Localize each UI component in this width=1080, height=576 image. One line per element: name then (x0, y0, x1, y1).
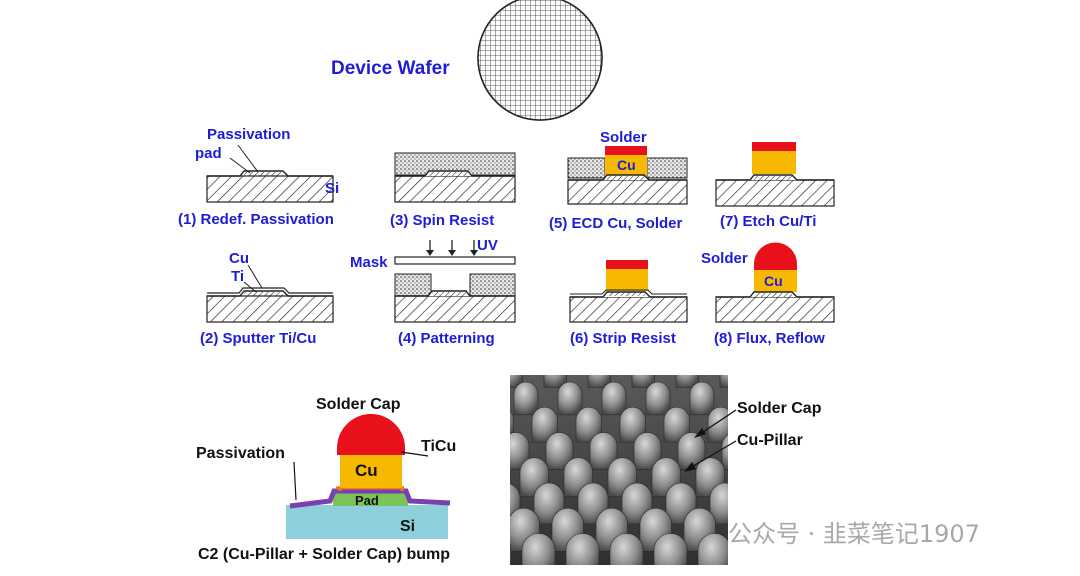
step-4-cross-section (394, 240, 516, 323)
step-6-cross-section (569, 260, 688, 323)
step-8-cross-section (715, 242, 835, 323)
sem-pillar (619, 406, 646, 443)
sem-pillar (689, 381, 715, 416)
sem-pillar (677, 432, 706, 470)
sem-pillar (707, 406, 728, 443)
sem-cu-pillar-label: Cu-Pillar (737, 432, 803, 449)
sem-pillar (510, 543, 512, 565)
sem-pillar (601, 381, 627, 416)
sem-pillar (609, 533, 644, 565)
step-4-label: (4) Patterning (398, 330, 495, 347)
sem-pillar (464, 508, 496, 551)
bump-si-label: Si (400, 518, 415, 535)
sem-pillar (675, 375, 699, 388)
sem-pillar (709, 482, 728, 525)
step-1-passivation-note: Passivation (207, 126, 290, 143)
device-wafer (477, 0, 603, 121)
sem-micrograph (464, 375, 728, 565)
bump-passivation-label: Passivation (196, 445, 285, 462)
step-4-mask-note: Mask (350, 254, 388, 271)
sem-pillar (721, 434, 728, 470)
step-5-label: (5) ECD Cu, Solder (549, 215, 683, 232)
step-5-solder-note: Solder (600, 129, 647, 146)
step-1-cross-section (206, 144, 334, 203)
c2-bump-diagram (286, 414, 451, 539)
sem-pillar (719, 375, 728, 388)
sem-pillar (513, 381, 539, 416)
sem-pillar (510, 375, 523, 388)
step-6-label: (6) Strip Resist (570, 330, 676, 347)
step-2-cross-section (206, 264, 334, 323)
step-8-solder-note: Solder (701, 250, 748, 267)
sem-pillar (543, 375, 567, 388)
sem-pillar (510, 432, 530, 470)
mask-plate (394, 256, 516, 265)
sem-pillar (575, 406, 602, 443)
sem-pillar (510, 410, 514, 443)
sem-pillar (587, 375, 611, 388)
step-3-label: (3) Spin Resist (390, 212, 494, 229)
step-1-label: (1) Redef. Passivation (178, 211, 334, 228)
step-5-cu-note: Cu (617, 157, 636, 173)
step-2-label: (2) Sputter Ti/Cu (200, 330, 316, 347)
sem-solder-cap-label: Solder Cap (737, 400, 822, 417)
step-2-cu-note: Cu (229, 250, 249, 267)
sem-pillar (557, 381, 583, 416)
step-1-si-note: Si (325, 180, 339, 197)
bump-caption: C2 (Cu-Pillar + Solder Cap) bump (198, 546, 450, 563)
sem-pillar (545, 432, 574, 470)
step-1-pad-note: pad (195, 145, 222, 162)
sem-pillar (521, 533, 556, 565)
step-7-label: (7) Etch Cu/Ti (720, 213, 816, 230)
sem-pillar (631, 375, 655, 388)
bump-cu-label: Cu (355, 461, 378, 480)
step-8-cu-note: Cu (764, 273, 783, 289)
bump-solder-cap-label: Solder Cap (316, 396, 401, 413)
wafer-title: Device Wafer (331, 58, 450, 79)
step-7-cross-section (715, 142, 835, 207)
sem-pillar (653, 533, 688, 565)
step-3-cross-section (394, 152, 516, 203)
step-2-ti-note: Ti (231, 268, 244, 285)
sem-pillar (565, 533, 600, 565)
bump-pad-label: Pad (355, 493, 379, 508)
sem-pillar (531, 406, 558, 443)
bump-ticu-label: TiCu (421, 438, 456, 455)
watermark: 公众号 · 韭菜笔记1907 (728, 520, 980, 548)
sem-pillar (697, 533, 728, 565)
sem-pillar (476, 458, 505, 497)
sem-pillar (645, 381, 671, 416)
sem-pillar (589, 432, 618, 470)
sem-pillar (633, 432, 662, 470)
step-4-uv-note: UV (477, 237, 498, 254)
sem-pillar (663, 406, 690, 443)
step-8-label: (8) Flux, Reflow (714, 330, 825, 347)
step-5-cross-section (567, 146, 688, 205)
